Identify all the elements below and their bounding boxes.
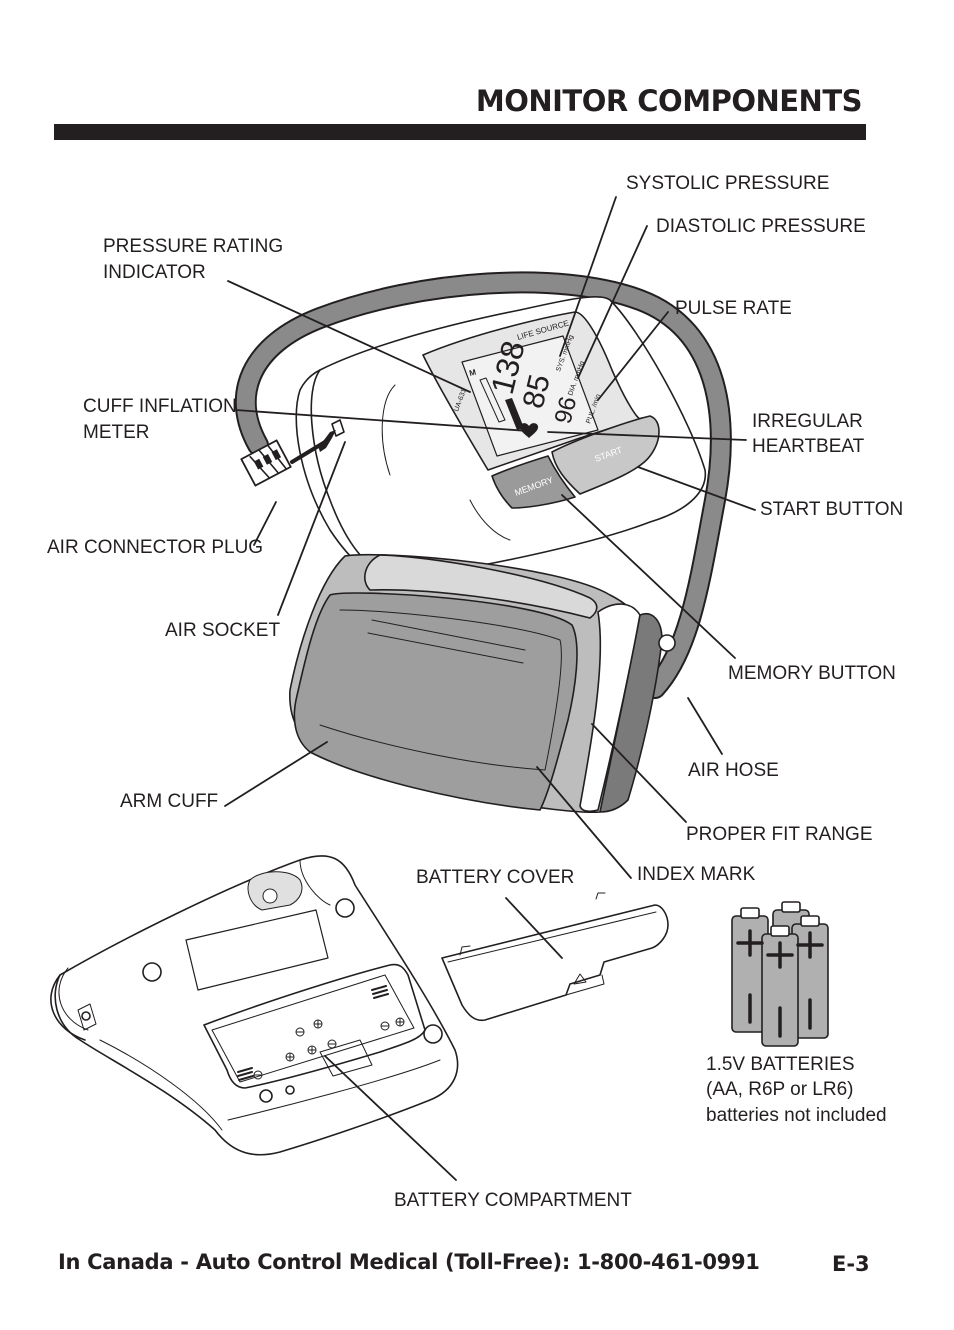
- battery-cover: [441, 892, 669, 1022]
- label-batteries-2: (AA, R6P or LR6): [706, 1079, 854, 1100]
- label-irregular-2: HEARTBEAT: [752, 436, 865, 457]
- dia-reading: 85: [517, 371, 557, 411]
- monitor-unit: [240, 295, 707, 579]
- label-proper-fit-range: PROPER FIT RANGE: [686, 824, 873, 845]
- battery-polarity-marks: [736, 929, 824, 1038]
- arm-cuff: [289, 553, 676, 814]
- label-memory-button: MEMORY BUTTON: [728, 663, 896, 684]
- label-arm-cuff: ARM CUFF: [120, 791, 219, 812]
- page-number: E-3: [832, 1252, 870, 1276]
- label-start-button: START BUTTON: [760, 499, 904, 520]
- label-diastolic-pressure: DIASTOLIC PRESSURE: [656, 216, 866, 237]
- label-pressure-rating-2: INDICATOR: [103, 262, 206, 283]
- monitor-bottom-view: [50, 855, 459, 1156]
- label-pressure-rating-1: PRESSURE RATING: [103, 236, 284, 257]
- memory-button-shape: [491, 455, 576, 509]
- label-cuff-inflation-2: METER: [83, 422, 150, 443]
- air-connector-plug: [240, 439, 292, 487]
- pul-reading: 96: [550, 394, 583, 426]
- label-pulse-rate: PULSE RATE: [675, 298, 792, 319]
- label-battery-cover: BATTERY COVER: [416, 867, 575, 888]
- label-cuff-inflation-1: CUFF INFLATION: [83, 396, 237, 417]
- label-air-hose: AIR HOSE: [688, 760, 779, 781]
- title-rule: [54, 124, 866, 140]
- label-index-mark: INDEX MARK: [637, 864, 756, 885]
- batteries-group: [731, 901, 829, 1047]
- label-batteries-1: 1.5V BATTERIES: [706, 1054, 855, 1075]
- label-air-connector-plug: AIR CONNECTOR PLUG: [47, 537, 264, 558]
- label-systolic-pressure: SYSTOLIC PRESSURE: [626, 173, 830, 194]
- page-title: MONITOR COMPONENTS: [475, 84, 863, 118]
- label-batteries-3: batteries not included: [706, 1105, 887, 1126]
- label-irregular-1: IRREGULAR: [752, 411, 863, 432]
- heart-icon: [519, 423, 539, 438]
- lcd-window: [461, 335, 599, 457]
- memory-indicator: M: [468, 368, 477, 378]
- arrow-icon: [318, 430, 336, 452]
- leader-lines: [224, 196, 756, 1181]
- footer-contact: In Canada - Auto Control Medical (Toll-F…: [58, 1250, 760, 1274]
- label-battery-compartment: BATTERY COMPARTMENT: [394, 1190, 632, 1211]
- label-air-socket: AIR SOCKET: [165, 620, 281, 641]
